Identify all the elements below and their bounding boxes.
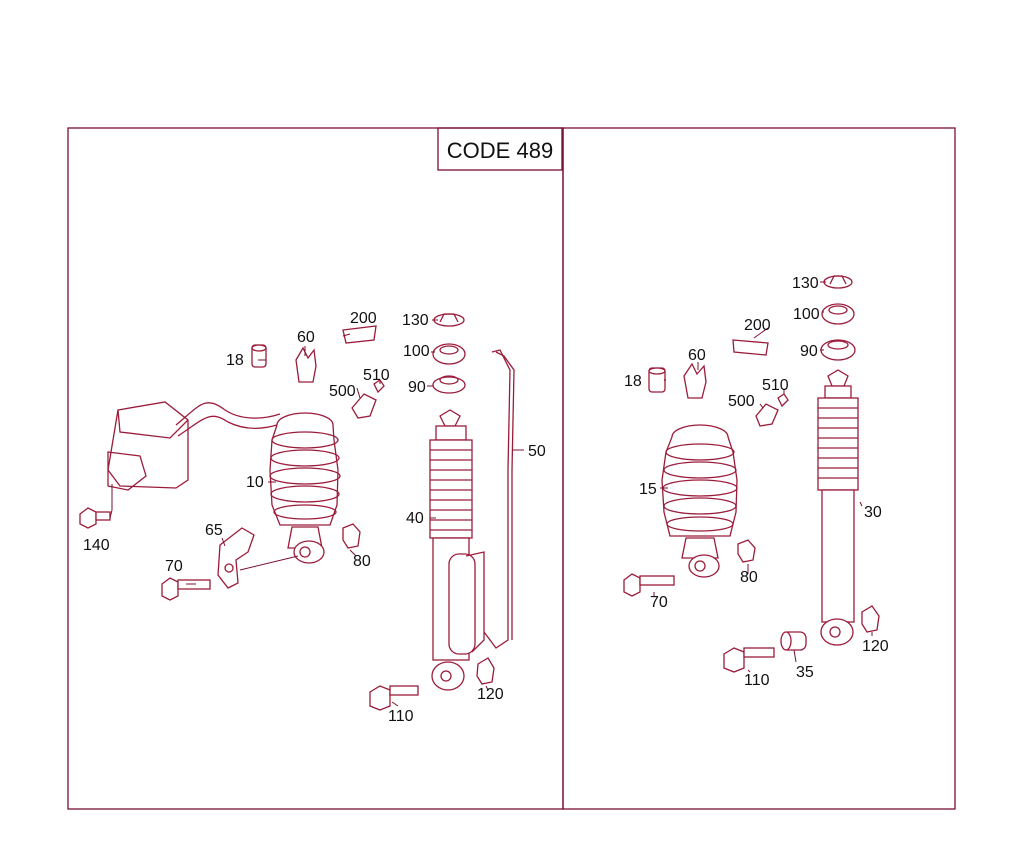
callout-60-left: 60 xyxy=(297,329,315,346)
bolt-140 xyxy=(79,507,111,529)
callout-60-right: 60 xyxy=(688,347,706,364)
callout-510-right: 510 xyxy=(762,377,789,394)
nut-120 xyxy=(476,657,495,685)
cap-200 xyxy=(342,325,377,344)
callout-110-right: 110 xyxy=(744,672,770,689)
right-panel-frame xyxy=(562,127,956,810)
connector-500 xyxy=(351,379,385,419)
air-reservoir-part xyxy=(107,401,281,491)
bolt-110 xyxy=(369,685,419,711)
nut-80 xyxy=(342,523,361,549)
air-spring-15 xyxy=(661,424,738,578)
callout-510-left: 510 xyxy=(363,367,390,384)
callout-100-left: 100 xyxy=(403,343,430,360)
callout-500-left: 500 xyxy=(329,383,356,400)
callout-65-left: 65 xyxy=(205,522,223,539)
bracket-65 xyxy=(217,527,255,589)
callout-10-left: 10 xyxy=(246,474,264,491)
code-label-box xyxy=(437,127,563,171)
callout-200-right: 200 xyxy=(744,317,771,334)
callout-18-left: 18 xyxy=(226,352,244,369)
mount-130 xyxy=(433,313,465,327)
clip-60 xyxy=(295,346,317,383)
nut-80-right xyxy=(737,539,756,563)
callout-80-right: 80 xyxy=(740,569,758,586)
nut-18-right xyxy=(648,367,666,393)
bolt-70 xyxy=(161,577,211,601)
left-assembly: 18 60 200 510 500 130 100 90 50 10 40 65… xyxy=(79,310,546,725)
callout-18-right: 18 xyxy=(624,373,642,390)
callout-130-right: 130 xyxy=(792,275,819,292)
code-label: CODE 489 xyxy=(447,138,553,163)
sensor-wire-50 xyxy=(483,349,515,649)
mount-100 xyxy=(432,343,466,365)
callout-130-left: 130 xyxy=(402,312,429,329)
bolt-70-right xyxy=(623,573,675,597)
nut-18 xyxy=(251,344,267,368)
bolt-110-right xyxy=(723,647,775,673)
callout-100-right: 100 xyxy=(793,306,820,323)
callout-70-right: 70 xyxy=(650,594,668,611)
callout-500-right: 500 xyxy=(728,393,755,410)
callout-90-right: 90 xyxy=(800,343,818,360)
callout-30-right: 30 xyxy=(864,504,882,521)
bushing-35-right xyxy=(780,631,807,651)
shock-absorber-40 xyxy=(429,409,485,691)
shock-absorber-30 xyxy=(817,369,859,646)
callout-50-left: 50 xyxy=(528,443,546,460)
mount-130-right xyxy=(823,275,853,289)
mount-90-right xyxy=(820,339,856,361)
callout-40-left: 40 xyxy=(406,510,424,527)
callout-110-left: 110 xyxy=(388,708,414,725)
clip-60-right xyxy=(683,362,707,399)
nut-120-right xyxy=(861,605,880,633)
callout-15-right: 15 xyxy=(639,481,657,498)
callout-120-right: 120 xyxy=(862,638,889,655)
callout-90-left: 90 xyxy=(408,379,426,396)
callout-200-left: 200 xyxy=(350,310,377,327)
air-spring-10 xyxy=(269,412,341,564)
callout-80-left: 80 xyxy=(353,553,371,570)
callout-70-left: 70 xyxy=(165,558,183,575)
callout-140-left: 140 xyxy=(83,537,110,554)
callout-35-right: 35 xyxy=(796,664,814,681)
mount-100-right xyxy=(821,303,855,325)
connector-500-right xyxy=(755,393,789,427)
cap-200-right xyxy=(732,339,769,356)
mount-90 xyxy=(432,375,466,394)
right-assembly: 130 100 200 90 60 18 510 500 15 30 80 70… xyxy=(623,275,889,689)
callout-120-left: 120 xyxy=(477,686,504,703)
